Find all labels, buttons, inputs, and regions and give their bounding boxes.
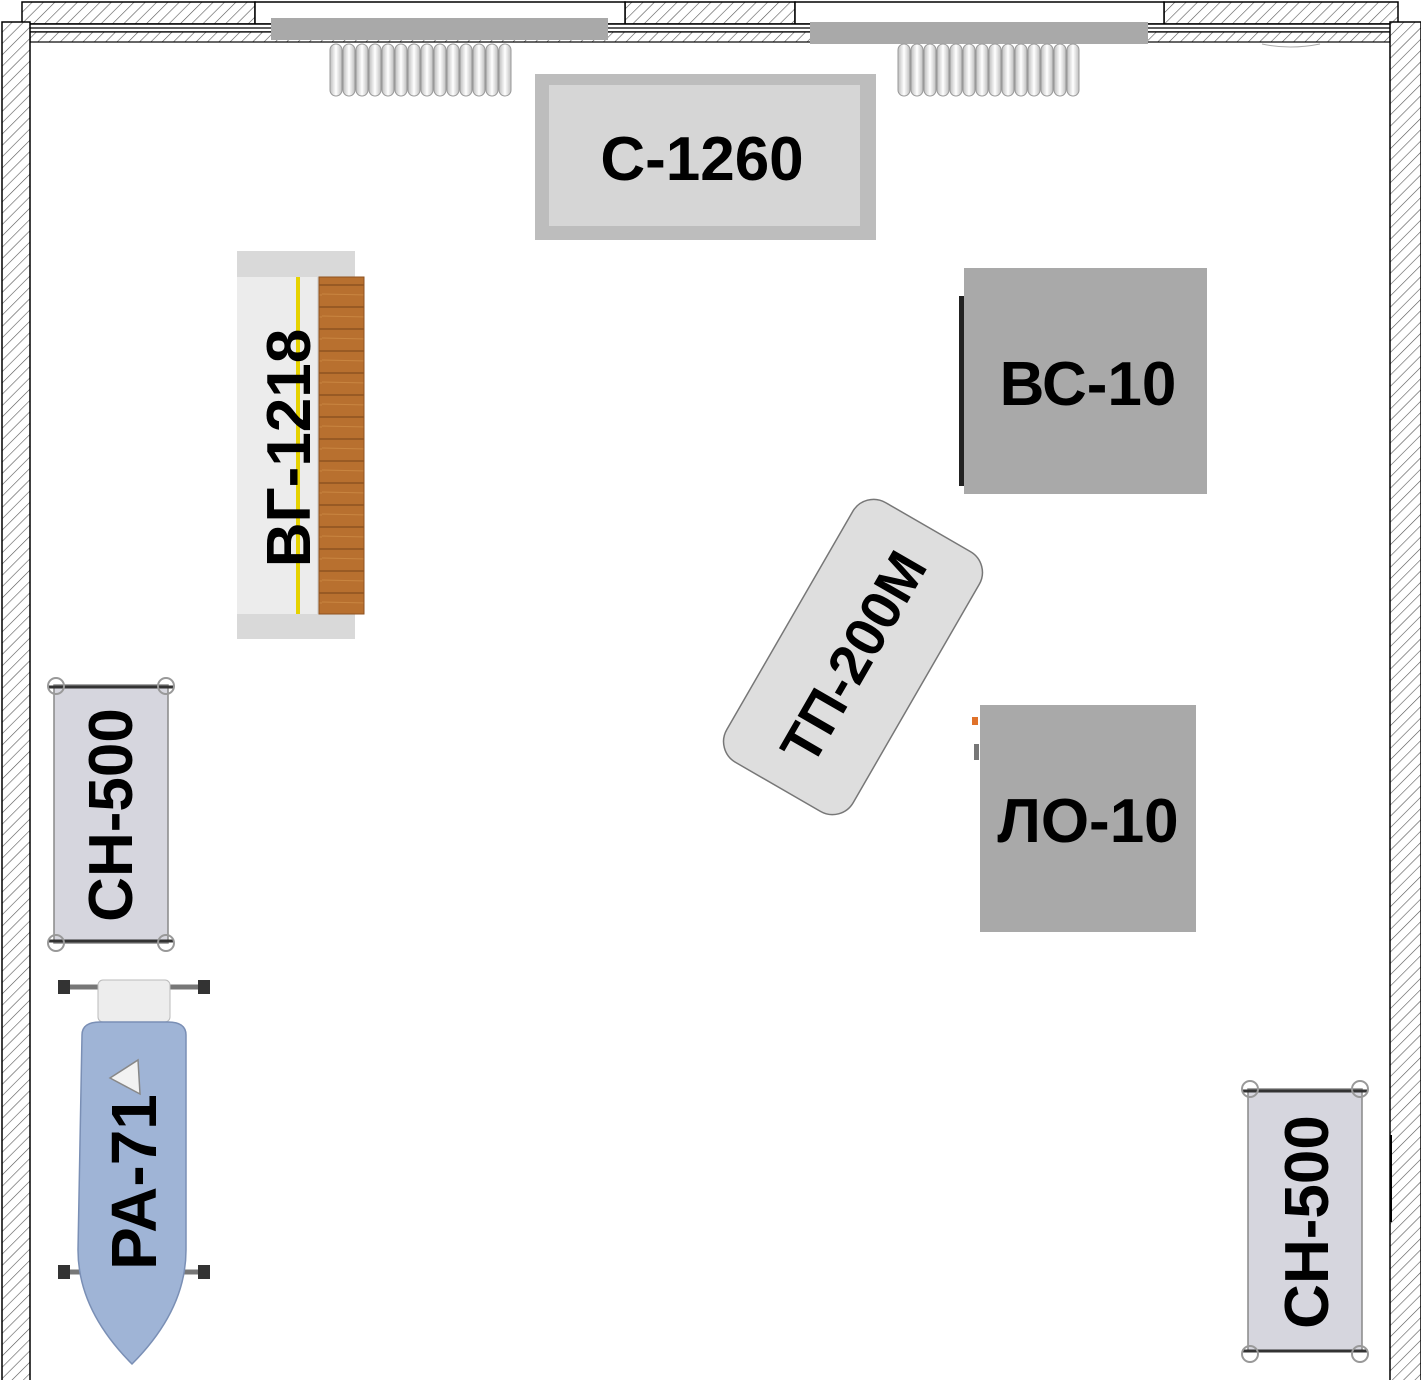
- wall-left: [1, 21, 31, 1380]
- radiator-left: [329, 43, 512, 97]
- radiator-fin: [355, 43, 369, 97]
- radiator-fin: [446, 43, 460, 97]
- radiator-fin: [1027, 43, 1041, 97]
- radiator-fin: [381, 43, 395, 97]
- stand-left-label: СН-500: [77, 708, 146, 922]
- radiator-fin: [459, 43, 473, 97]
- cabinet-vs10: ВС-10: [959, 268, 1207, 494]
- radiator-fin: [949, 43, 963, 97]
- wall-top-right: [1163, 1, 1399, 25]
- window-sill-right: [810, 22, 1148, 44]
- radiator-fin: [975, 43, 989, 97]
- radiator-fin: [1014, 43, 1028, 97]
- dryer-vg1218: ВГ-1218: [237, 251, 365, 639]
- radiator-right: [897, 43, 1080, 97]
- radiator-fin: [936, 43, 950, 97]
- window-right: [794, 1, 1165, 25]
- radiator-fin: [485, 43, 499, 97]
- radiator-fin: [394, 43, 408, 97]
- wall-top-left: [21, 1, 256, 25]
- radiator-fin: [498, 43, 512, 97]
- stand-cn500-right: СН-500: [1241, 1080, 1369, 1363]
- radiator-fin: [472, 43, 486, 97]
- wall-right: [1389, 21, 1421, 1380]
- press-tp200m: ТП-200М: [722, 498, 984, 816]
- radiator-fin: [1001, 43, 1015, 97]
- dryer-vg1218-label: ВГ-1218: [255, 329, 324, 568]
- table-c1260-label: С-1260: [600, 125, 803, 194]
- radiator-fin: [1040, 43, 1054, 97]
- radiator-fin: [420, 43, 434, 97]
- radiator-fin: [1053, 43, 1067, 97]
- radiator-fin: [962, 43, 976, 97]
- radiator-fin: [329, 43, 343, 97]
- stand-right-label: СН-500: [1273, 1115, 1342, 1329]
- radiator-fin: [988, 43, 1002, 97]
- cabinet-vs10-label: ВС-10: [1000, 350, 1177, 419]
- cabinet-lo10-label: ЛО-10: [997, 787, 1178, 856]
- radiator-fin: [342, 43, 356, 97]
- radiator-fin: [407, 43, 421, 97]
- cabinet-lo10: ЛО-10: [972, 705, 1196, 932]
- table-c1260: С-1260: [535, 74, 876, 240]
- window-sill-left: [271, 18, 608, 40]
- radiator-fin: [923, 43, 937, 97]
- ironing-board-pa71: РА-71: [58, 979, 210, 1366]
- iron-icon: [108, 1058, 141, 1096]
- ironing-board-label: РА-71: [98, 1094, 170, 1270]
- radiator-fin: [368, 43, 382, 97]
- radiator-fin: [897, 43, 911, 97]
- radiator-fin: [1066, 43, 1080, 97]
- radiator-fin: [910, 43, 924, 97]
- wall-top-middle: [624, 1, 796, 25]
- stand-cn500-left: СН-500: [47, 677, 175, 952]
- radiator-fin: [433, 43, 447, 97]
